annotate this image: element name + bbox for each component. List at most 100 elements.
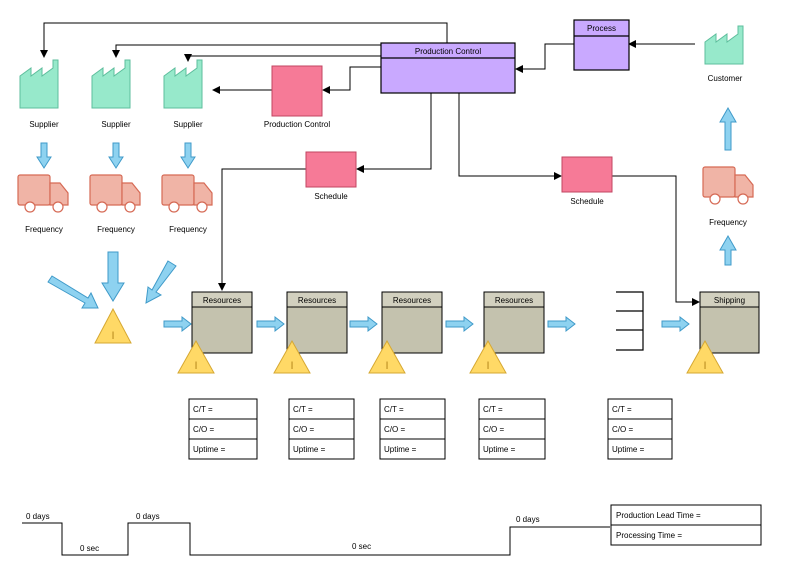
supplier-3-label: Supplier (173, 120, 203, 129)
supermarket-icon (616, 291, 644, 351)
process-to-control-line (515, 43, 574, 73)
resource-box-2[interactable]: Resources (286, 291, 348, 354)
data-box-2: C/T = C/O = Uptime = (288, 398, 355, 460)
schedule-2-label: Schedule (570, 197, 604, 206)
data-box-2-uptime: Uptime = (293, 445, 326, 454)
data-box-1-uptime: Uptime = (193, 445, 226, 454)
push-arrow-icon (108, 142, 124, 169)
flow-arrows (163, 315, 690, 333)
timeline-days-2: 0 days (136, 512, 160, 521)
push-arrow-icon (163, 315, 192, 333)
data-box-5-ct: C/T = (612, 405, 632, 414)
supplier-3[interactable] (163, 59, 203, 109)
data-box-3: C/T = C/O = Uptime = (379, 398, 446, 460)
data-box-3-ct: C/T = (384, 405, 404, 414)
timeline-sec-1: 0 sec (80, 544, 99, 553)
inventory-raw: I (94, 307, 132, 344)
kanban-icon (561, 156, 613, 193)
push-arrow-icon (47, 275, 99, 309)
push-arrow-icon (719, 106, 737, 151)
inventory-triangle-icon (94, 307, 132, 344)
inventory-triangle-icon (686, 339, 724, 374)
push-arrow-icon (145, 260, 177, 304)
data-box-4-co: C/O = (483, 425, 504, 434)
truck-1 (17, 174, 69, 213)
schedule-2[interactable]: Schedule (561, 156, 613, 206)
process-box[interactable]: Process (573, 19, 630, 71)
control-to-schedule-1-line (356, 93, 432, 173)
factory-icon (19, 59, 59, 109)
inventory-triangle-icon (273, 339, 311, 374)
inbound-arrows (47, 251, 177, 309)
supplier-1[interactable] (19, 59, 59, 109)
data-box-2-co: C/O = (293, 425, 314, 434)
lead-time-summary: Production Lead Time = Processing Time = (610, 504, 762, 546)
svg-text:I: I (486, 360, 489, 372)
schedule-1[interactable]: Schedule (305, 151, 357, 201)
supplier-arrows (36, 142, 196, 169)
truck-2 (89, 174, 141, 213)
svg-text:I: I (194, 360, 197, 372)
inventory-triangle-icon (368, 339, 406, 374)
push-arrow-icon (349, 315, 378, 333)
control-to-supplier-1-line (40, 22, 448, 58)
data-box-4-ct: C/T = (483, 405, 503, 414)
resource-3-label: Resources (393, 296, 431, 305)
push-arrow-icon (101, 251, 125, 302)
frequency-2-label: Frequency (97, 225, 135, 234)
customer[interactable] (704, 25, 744, 65)
resource-1-label: Resources (203, 296, 241, 305)
control-to-schedule-2-line (458, 93, 562, 180)
truck-icon (89, 174, 141, 213)
schedule-1-label: Schedule (314, 192, 348, 201)
resource-box-3[interactable]: Resources (381, 291, 443, 354)
timeline-days-1: 0 days (26, 512, 50, 521)
frequency-1-label: Frequency (25, 225, 63, 234)
push-arrow-icon (661, 315, 690, 333)
customer-frequency-label: Frequency (709, 218, 747, 227)
truck-icon (702, 166, 754, 205)
data-box-1-co: C/O = (193, 425, 214, 434)
supplier-2-label: Supplier (101, 120, 131, 129)
kanban-icon (305, 151, 357, 188)
timeline: 0 days 0 days 0 days 0 sec 0 sec (22, 512, 610, 556)
frequency-3-label: Frequency (169, 225, 207, 234)
data-box-2-ct: C/T = (293, 405, 313, 414)
processing-time: Processing Time = (616, 531, 682, 540)
supplier-1-label: Supplier (29, 120, 59, 129)
data-box-3-uptime: Uptime = (384, 445, 417, 454)
process-label: Process (587, 24, 616, 33)
data-box-3-co: C/O = (384, 425, 405, 434)
truck-icon (17, 174, 69, 213)
data-box-5-co: C/O = (612, 425, 633, 434)
production-control-box[interactable]: Production Control (380, 42, 516, 94)
control-to-supplier-2-line (112, 44, 381, 58)
data-box-4: C/T = C/O = Uptime = (478, 398, 546, 460)
push-arrow-icon (719, 234, 737, 266)
schedule-2-to-shipping-line (612, 175, 700, 306)
data-box-4-uptime: Uptime = (483, 445, 516, 454)
resource-4-label: Resources (495, 296, 533, 305)
schedule-1-to-resources-line (218, 168, 306, 291)
inventory-triangle-icon (469, 339, 507, 374)
svg-text:I: I (703, 360, 706, 372)
truck-icon (161, 174, 213, 213)
shipping-label: Shipping (714, 296, 745, 305)
push-arrow-icon (256, 315, 285, 333)
shipping-box[interactable]: Shipping (699, 291, 760, 354)
production-control-label: Production Control (415, 47, 481, 56)
inventory-1: I (177, 339, 215, 374)
inventory-3: I (368, 339, 406, 374)
data-box-5: C/T = C/O = Uptime = (607, 398, 673, 460)
svg-text:I: I (385, 360, 388, 372)
resource-box-4[interactable]: Resources (483, 291, 545, 354)
resource-box-1[interactable]: Resources (191, 291, 253, 354)
push-arrow-icon (180, 142, 196, 169)
factory-icon (163, 59, 203, 109)
customer-arrows (719, 106, 737, 266)
production-control-kanban[interactable]: Production Control (264, 65, 330, 129)
supplier-2[interactable] (91, 59, 131, 109)
resource-2-label: Resources (298, 296, 336, 305)
data-box-1: C/T = C/O = Uptime = (188, 398, 258, 460)
process-inventories: I I I I I (177, 339, 724, 374)
